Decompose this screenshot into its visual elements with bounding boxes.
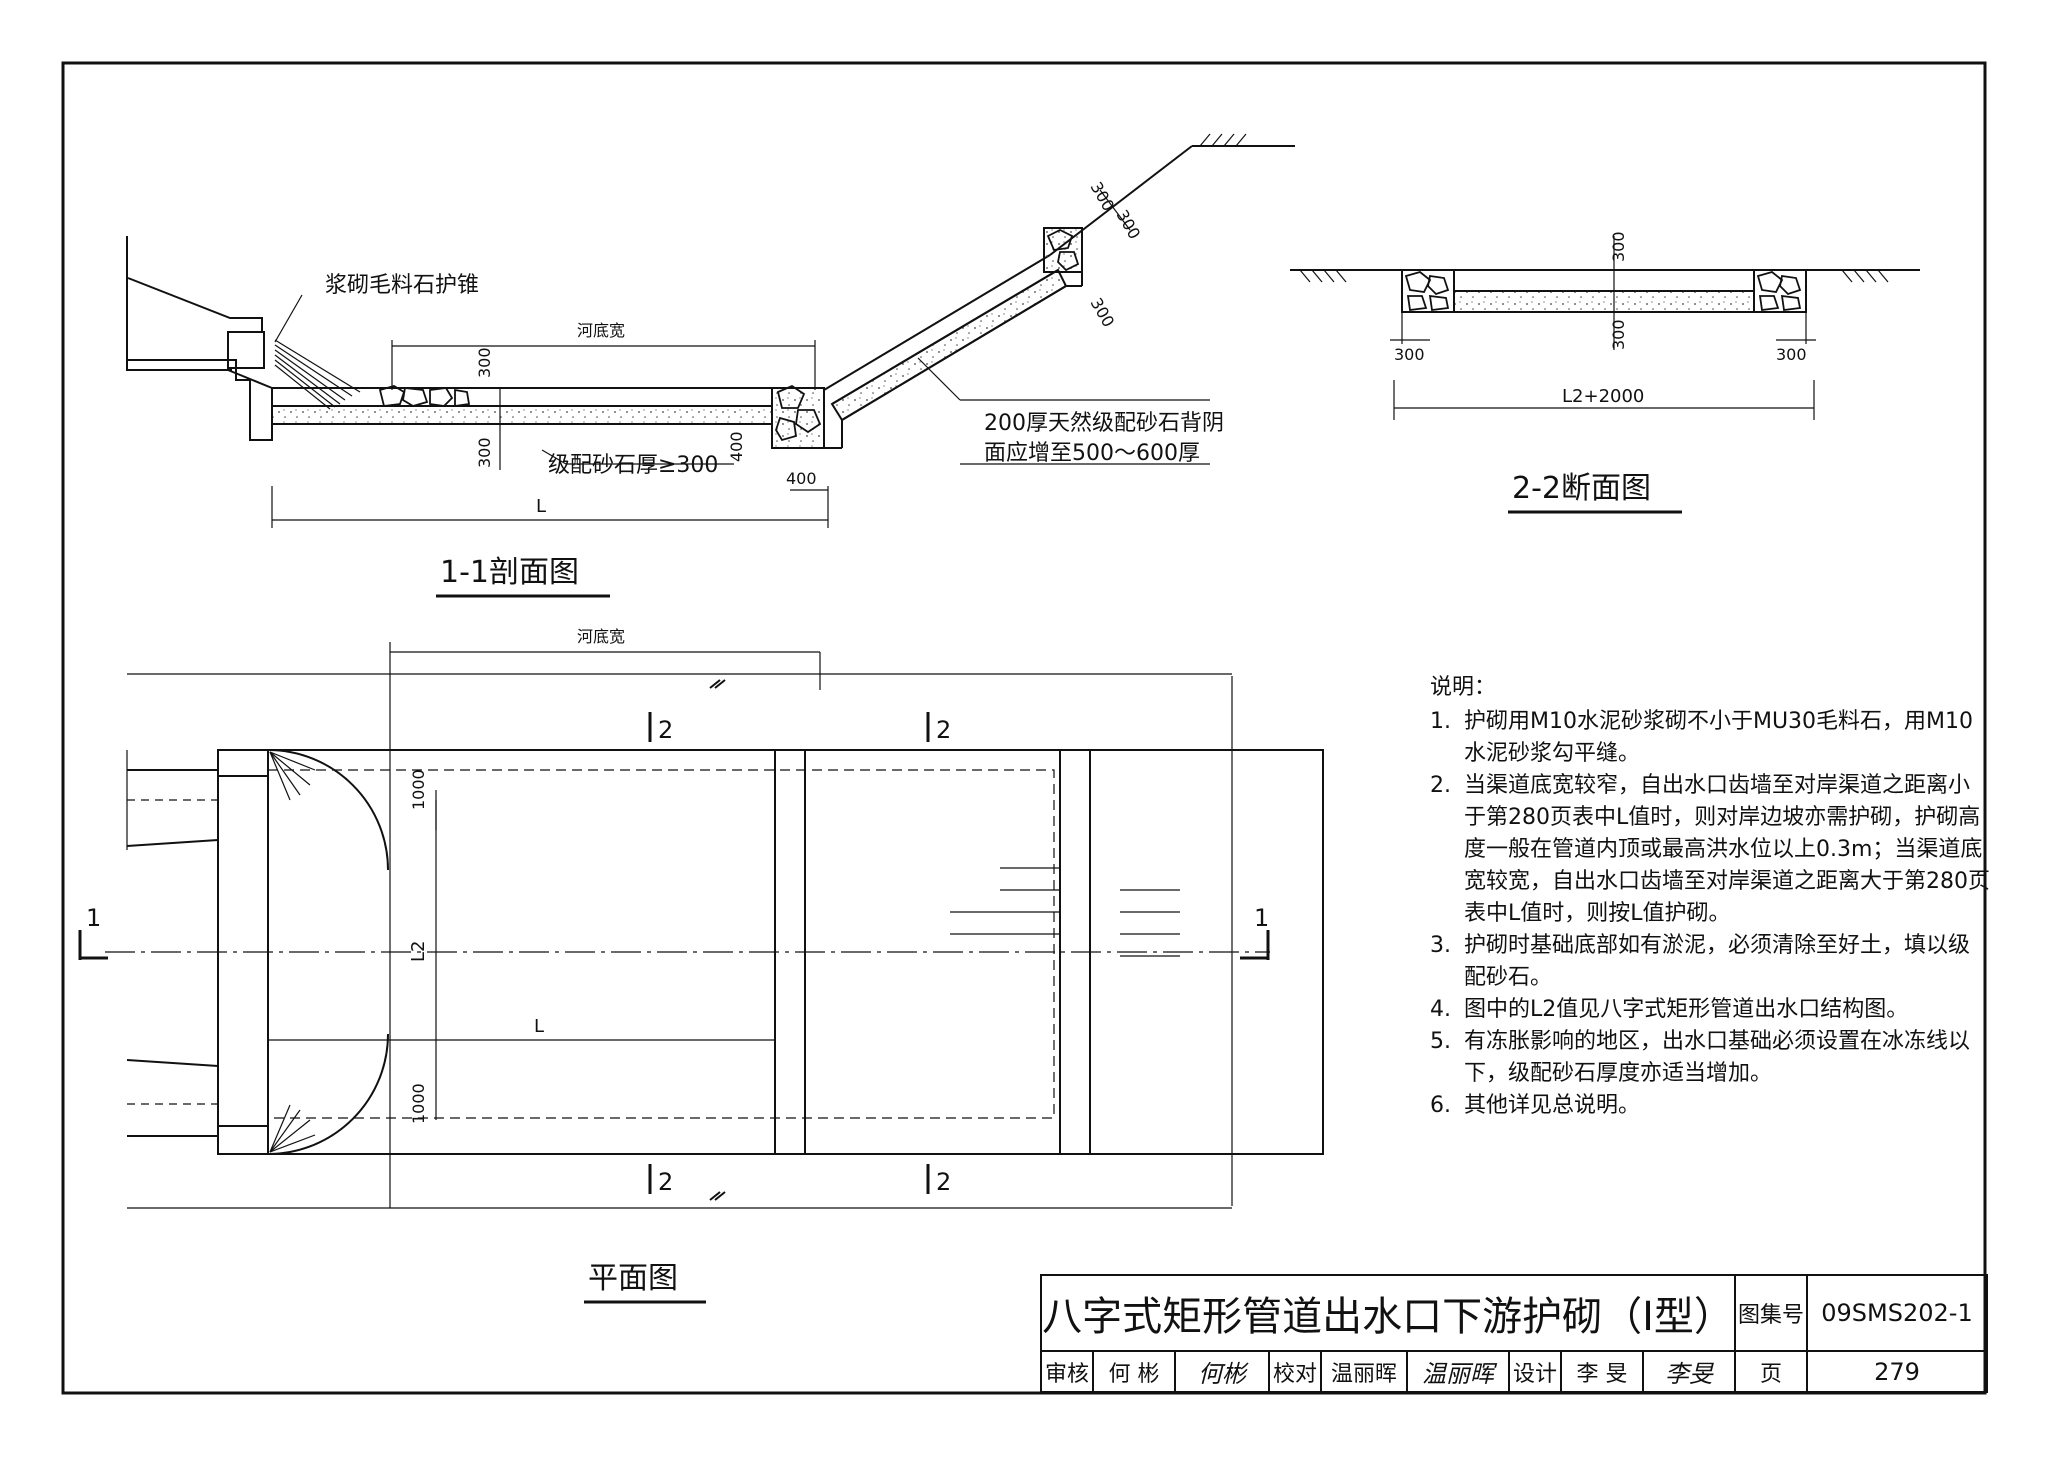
plan-cut-2a: 2 <box>658 716 673 744</box>
design-signature: 李旻 <box>1665 1360 1713 1388</box>
title-block: 八字式矩形管道出水口下游护砌（Ⅰ型） 图集号 09SMS202-1 审核 何 彬… <box>1040 1274 1988 1393</box>
section-1-1-note-line2: 面应增至500～600厚 <box>984 441 1200 466</box>
plan-dim-1000-bottom: 1000 <box>409 1083 428 1124</box>
section-2-2-dim-width: L2+2000 <box>1562 386 1644 407</box>
section-1-1-riverbed-label: 河底宽 <box>577 321 625 340</box>
sheet-border <box>61 61 1987 1395</box>
title-block-signature-row: 审核 何 彬 何彬 校对 温丽晖 温丽晖 设计 李 旻 李旻 <box>1040 1350 1736 1393</box>
note-item: 5. 有冻胀影响的地区，出水口基础必须设置在冰冻线以下，级配砂石厚度亦适当增加。 <box>1430 1026 1990 1090</box>
note-text: 护砌时基础底部如有淤泥，必须清除至好土，填以级配砂石。 <box>1464 933 1971 990</box>
note-number: 5. <box>1430 1029 1451 1054</box>
title-block-page-label: 页 <box>1734 1350 1808 1393</box>
note-text: 图中的L2值见八字式矩形管道出水口结构图。 <box>1464 997 1909 1022</box>
plan-cut-2c: 2 <box>658 1168 673 1196</box>
section-1-1 <box>126 133 1295 528</box>
notes-block: 说明： 1. 护砌用M10水泥砂浆砌不小于MU30毛料石，用M10水泥砂浆勾平缝。… <box>1430 672 1990 1122</box>
note-text: 其他详见总说明。 <box>1464 1093 1641 1118</box>
note-number: 1. <box>1430 709 1451 734</box>
section-2-2-dim-mid: 300 <box>1609 319 1628 350</box>
note-text: 当渠道底宽较窄，自出水口齿墙至对岸渠道之距离小于第280页表中L值时，则对岸边坡… <box>1464 773 1990 926</box>
note-number: 6. <box>1430 1093 1451 1118</box>
note-text: 护砌用M10水泥砂浆砌不小于MU30毛料石，用M10水泥砂浆勾平缝。 <box>1464 709 1974 766</box>
title-block-page-number: 279 <box>1806 1350 1988 1393</box>
design-name: 李 旻 <box>1576 1361 1628 1387</box>
section-1-1-dim-slope-300c: 300 <box>1087 295 1119 331</box>
plan-riverbed-label: 河底宽 <box>577 627 625 646</box>
plan-cut-1-right: 1 <box>1254 904 1269 932</box>
note-number: 2. <box>1430 773 1451 798</box>
title-block-atlas-label: 图集号 <box>1734 1274 1808 1352</box>
section-2-2-dim-left: 300 <box>1394 345 1425 364</box>
note-number: 3. <box>1430 933 1451 958</box>
plan-dim-L2: L2 <box>408 941 429 962</box>
section-1-1-dim-400b: 400 <box>786 469 817 488</box>
note-item: 2. 当渠道底宽较窄，自出水口齿墙至对岸渠道之距离小于第280页表中L值时，则对岸… <box>1430 770 1990 930</box>
plan-cut-2b: 2 <box>936 716 951 744</box>
note-item: 1. 护砌用M10水泥砂浆砌不小于MU30毛料石，用M10水泥砂浆勾平缝。 <box>1430 706 1990 770</box>
plan-cut-2d: 2 <box>936 1168 951 1196</box>
plan-view <box>78 642 1324 1209</box>
section-1-1-dim-400a: 400 <box>727 431 746 462</box>
section-1-1-note-line1: 200厚天然级配砂石背阴 <box>984 411 1224 436</box>
review-label: 审核 <box>1044 1361 1089 1387</box>
section-1-1-dim-300a: 300 <box>475 347 494 378</box>
note-number: 4. <box>1430 997 1451 1022</box>
notes-heading: 说明： <box>1430 675 1497 700</box>
plan-cut-1-left: 1 <box>86 904 101 932</box>
check-label: 校对 <box>1272 1361 1317 1387</box>
check-name: 温丽晖 <box>1330 1361 1397 1387</box>
section-2-2-dim-top: 300 <box>1609 231 1628 262</box>
section-1-1-dim-slope-300b: 300 <box>1113 207 1145 243</box>
review-name: 何 彬 <box>1108 1361 1160 1387</box>
plan-dim-L: L <box>534 1016 544 1037</box>
check-signature: 温丽晖 <box>1422 1360 1494 1388</box>
title-block-main-title: 八字式矩形管道出水口下游护砌（Ⅰ型） <box>1040 1274 1736 1352</box>
design-label: 设计 <box>1512 1361 1557 1387</box>
section-1-1-gravel-label: 级配砂石厚≥300 <box>548 453 718 478</box>
section-2-2 <box>1290 236 1920 420</box>
note-item: 4. 图中的L2值见八字式矩形管道出水口结构图。 <box>1430 994 1990 1026</box>
section-1-1-cone-label: 浆砌毛料石护锥 <box>325 273 479 298</box>
title-block-atlas-code: 09SMS202-1 <box>1806 1274 1988 1352</box>
section-1-1-dim-slope-300a: 300 <box>1087 179 1119 215</box>
section-1-1-dim-L: L <box>536 496 546 517</box>
section-2-2-dim-right: 300 <box>1776 345 1807 364</box>
plan-title: 平面图 <box>588 1261 678 1296</box>
section-1-1-dim-300b: 300 <box>475 437 494 468</box>
plan-dim-1000-top: 1000 <box>409 769 428 810</box>
section-1-1-title: 1-1剖面图 <box>440 555 579 590</box>
review-signature: 何彬 <box>1198 1360 1246 1388</box>
note-text: 有冻胀影响的地区，出水口基础必须设置在冰冻线以下，级配砂石厚度亦适当增加。 <box>1464 1029 1971 1086</box>
note-item: 3. 护砌时基础底部如有淤泥，必须清除至好土，填以级配砂石。 <box>1430 930 1990 994</box>
note-item: 6. 其他详见总说明。 <box>1430 1090 1990 1122</box>
section-2-2-title: 2-2断面图 <box>1512 471 1651 506</box>
